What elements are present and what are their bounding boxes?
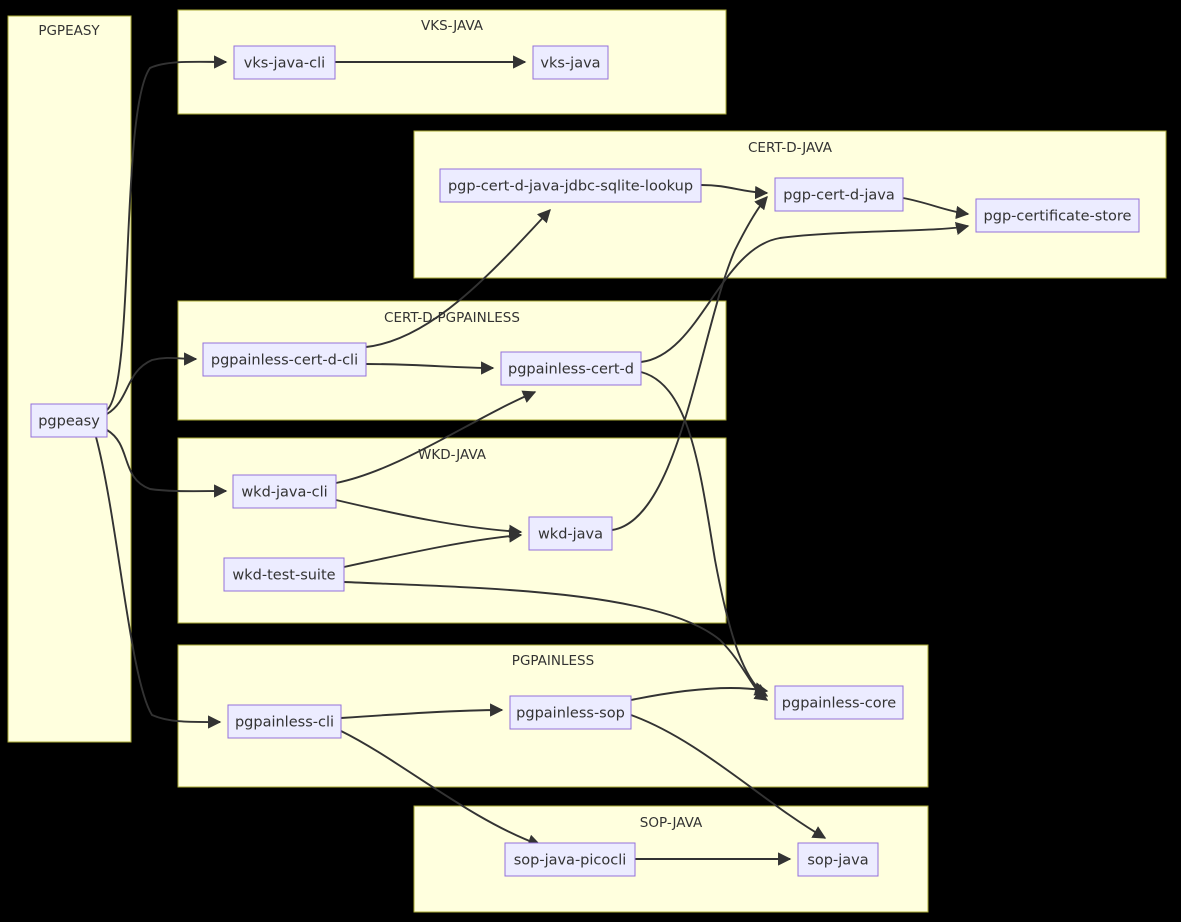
node-box[interactable]	[532, 45, 609, 80]
cluster-box	[177, 437, 727, 624]
node-box[interactable]	[509, 695, 632, 730]
node-box[interactable]	[774, 177, 904, 212]
node-label: vks-java-cli	[244, 56, 325, 72]
node-box[interactable]	[504, 842, 636, 877]
edge-wkd-test-suite-to-wkd-java	[343, 529, 523, 568]
node-box[interactable]	[528, 516, 613, 551]
node-box[interactable]	[500, 351, 642, 386]
node-label: wkd-test-suite	[232, 568, 335, 584]
node-wkd-java-cli[interactable]: wkd-java-cli	[232, 474, 337, 509]
node-box[interactable]	[797, 842, 879, 877]
node-pgp-certificate-store[interactable]: pgp-certificate-store	[975, 198, 1140, 233]
edge-wkd-java-cli-to-wkd-java	[335, 499, 523, 538]
node-label: pgpeasy	[38, 414, 100, 430]
node-box[interactable]	[233, 45, 336, 80]
edge-pgpainless-cli-to-sop-java-picocli	[340, 730, 542, 848]
node-pgpainless-sop[interactable]: pgpainless-sop	[509, 695, 632, 730]
node-label: pgp-cert-d-java-jdbc-sqlite-lookup	[448, 179, 693, 195]
node-label: wkd-java-cli	[241, 485, 327, 501]
node-label: wkd-java	[538, 527, 603, 543]
node-label: pgpainless-cert-d-cli	[211, 353, 358, 369]
cluster-label: WKD-JAVA	[418, 447, 487, 463]
cluster-label: CERT-D-JAVA	[748, 140, 833, 156]
node-pgpainless-cert-d-cli[interactable]: pgpainless-cert-d-cli	[202, 342, 367, 377]
cluster-label: PGPEASY	[38, 23, 100, 39]
edge-pgpeasy-to-wkd-java-cli	[106, 429, 228, 498]
node-box[interactable]	[439, 168, 702, 203]
node-vks-java-cli[interactable]: vks-java-cli	[233, 45, 336, 80]
node-pgpainless-core[interactable]: pgpainless-core	[774, 685, 904, 720]
edge-wkd-java-cli-to-pgpainless-cert-d	[335, 390, 537, 484]
node-label: pgp-certificate-store	[984, 209, 1132, 225]
node-pgpeasy[interactable]: pgpeasy	[30, 403, 108, 438]
node-label: pgpainless-sop	[516, 706, 625, 722]
node-sop-java-picocli[interactable]: sop-java-picocli	[504, 842, 636, 877]
node-box[interactable]	[30, 403, 108, 438]
edge-pgpeasy-to-pgpainless-cli	[95, 436, 222, 729]
edge-wkd-test-suite-to-pgpainless-core	[343, 581, 769, 701]
cluster-box	[7, 15, 132, 743]
edge-pgpainless-cert-d-cli-to-pgp-cert-d-java-jdbc-sqlite-lookup	[365, 209, 551, 348]
node-pgp-cert-d-java-jdbc-sqlite-lookup[interactable]: pgp-cert-d-java-jdbc-sqlite-lookup	[439, 168, 702, 203]
cluster-wkd_java: WKD-JAVA	[177, 437, 727, 624]
node-wkd-test-suite[interactable]: wkd-test-suite	[223, 557, 345, 592]
edge-pgpeasy-to-pgpainless-cert-d-cli	[106, 352, 198, 415]
node-vks-java[interactable]: vks-java	[532, 45, 609, 80]
cluster-label: CERT-D-PGPAINLESS	[384, 310, 520, 326]
edge-pgpainless-cli-to-pgpainless-sop	[340, 703, 504, 719]
node-pgp-cert-d-java[interactable]: pgp-cert-d-java	[774, 177, 904, 212]
node-wkd-java[interactable]: wkd-java	[528, 516, 613, 551]
edge-pgpainless-cert-d-cli-to-pgpainless-cert-d	[365, 361, 495, 375]
cluster-label: PGPAINLESS	[512, 653, 594, 669]
node-label: pgpainless-cert-d	[508, 362, 634, 378]
edge-pgpeasy-to-vks-java-cli	[106, 55, 228, 411]
node-box[interactable]	[774, 685, 904, 720]
node-box[interactable]	[975, 198, 1140, 233]
edge-pgp-cert-d-java-to-pgp-certificate-store	[902, 197, 970, 220]
node-pgpainless-cli[interactable]: pgpainless-cli	[227, 704, 342, 739]
node-label: sop-java	[807, 853, 868, 869]
edge-pgpainless-sop-to-pgpainless-core	[630, 682, 769, 701]
clusters-layer: PGPEASY VKS-JAVA CERT-D-JAVA CERT-D-PGPAINL…	[7, 9, 1167, 913]
edges-layer	[95, 55, 970, 866]
node-box[interactable]	[223, 557, 345, 592]
node-label: sop-java-picocli	[514, 853, 627, 869]
cluster-label: VKS-JAVA	[421, 18, 484, 34]
edge-pgpainless-cert-d-to-pgp-certificate-store	[640, 221, 970, 363]
node-label: vks-java	[540, 56, 600, 72]
cluster-pgpeasy: PGPEASY	[7, 15, 132, 743]
node-box[interactable]	[202, 342, 367, 377]
edge-pgp-cert-d-java-jdbc-sqlite-lookup-to-pgp-cert-d-java	[700, 184, 769, 200]
edge-wkd-java-to-pgp-cert-d-java	[611, 195, 768, 531]
node-label: pgpainless-cli	[235, 715, 334, 731]
node-box[interactable]	[227, 704, 342, 739]
cluster-label: SOP-JAVA	[640, 815, 703, 831]
node-label: pgp-cert-d-java	[783, 188, 894, 204]
edge-pgpainless-sop-to-sop-java	[630, 714, 827, 839]
node-sop-java[interactable]: sop-java	[797, 842, 879, 877]
node-label: pgpainless-core	[782, 696, 896, 712]
edge-pgpainless-cert-d-to-pgpainless-core	[640, 371, 769, 697]
node-box[interactable]	[232, 474, 337, 509]
nodes-layer: pgpeasy vks-java-cli vks-java pgp-cert-d-ja…	[30, 45, 1140, 877]
node-pgpainless-cert-d[interactable]: pgpainless-cert-d	[500, 351, 642, 386]
